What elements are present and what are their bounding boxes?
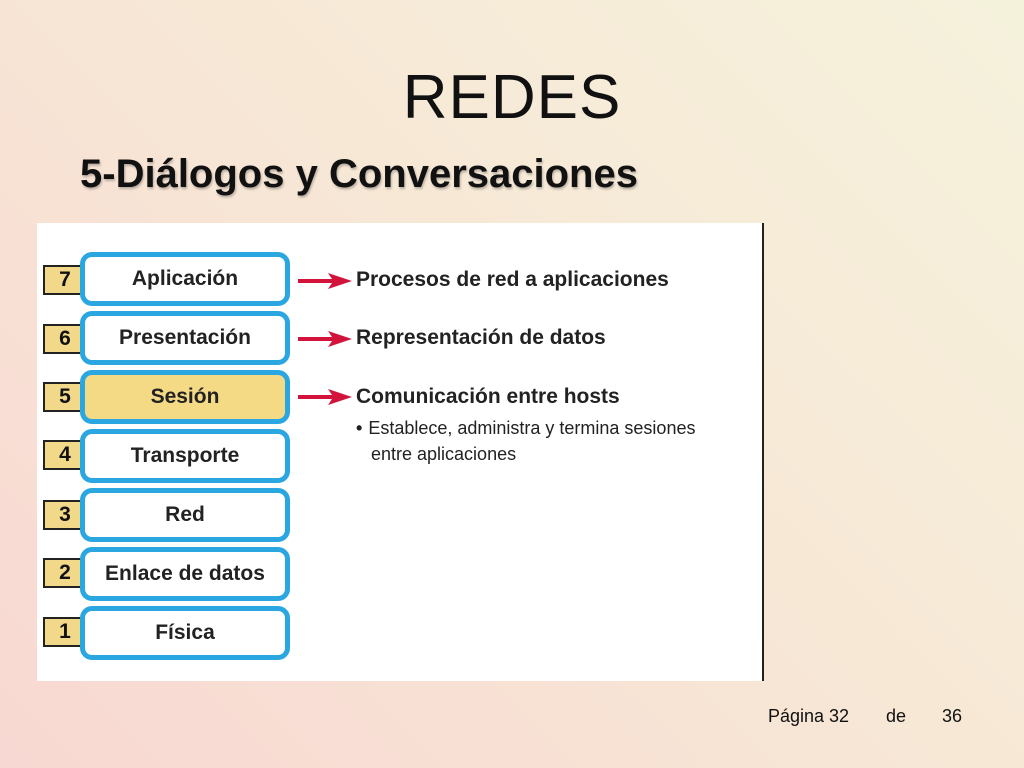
- footer-of-label: de: [886, 706, 907, 726]
- layer-box-aplicacion: Aplicación: [80, 252, 290, 306]
- bullet-dot-icon: •: [356, 418, 363, 438]
- session-bullet: •Establece, administra y termina sesione…: [356, 415, 695, 467]
- layer-number-4: 4: [43, 440, 87, 470]
- layer-box-red: Red: [80, 488, 290, 542]
- description-aplicacion: Procesos de red a aplicaciones: [356, 268, 669, 291]
- footer-total-pages: 36: [942, 706, 963, 726]
- layer-number-1: 1: [43, 617, 87, 647]
- bullet-line-1: Establece, administra y termina sesiones: [368, 418, 696, 438]
- panel-divider: [762, 223, 764, 681]
- arrow-right-icon: [298, 389, 352, 405]
- slide-title: REDES: [402, 63, 622, 132]
- arrow-right-icon: [298, 331, 352, 347]
- layer-box-fisica: Física: [80, 606, 290, 660]
- layer-box-presentacion: Presentación: [80, 311, 290, 365]
- layer-box-sesion: Sesión: [80, 370, 290, 424]
- bullet-line-2: entre aplicaciones: [371, 444, 517, 464]
- footer-page-label: Página 32: [768, 706, 850, 726]
- layer-number-2: 2: [43, 558, 87, 588]
- description-presentacion: Representación de datos: [356, 326, 606, 349]
- layer-box-enlace-de-datos: Enlace de datos: [80, 547, 290, 601]
- slide-subtitle: 5-Diálogos y Conversaciones: [80, 152, 638, 196]
- layer-box-transporte: Transporte: [80, 429, 290, 483]
- description-sesion: Comunicación entre hosts: [356, 385, 620, 408]
- layer-number-5: 5: [43, 382, 87, 412]
- layer-number-3: 3: [43, 500, 87, 530]
- layer-number-7: 7: [43, 265, 87, 295]
- arrow-right-icon: [298, 273, 352, 289]
